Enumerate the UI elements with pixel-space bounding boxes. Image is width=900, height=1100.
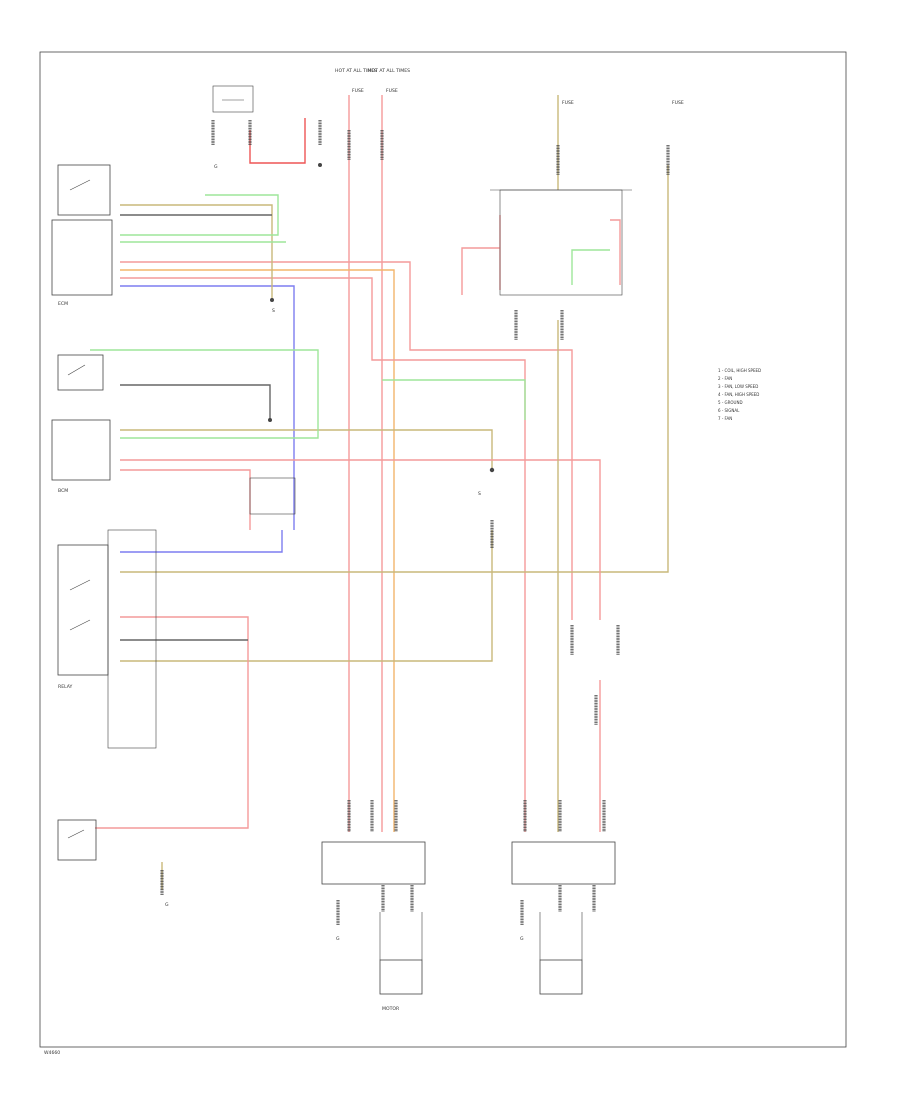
labels: HOT AT ALL TIMES HOT AT ALL TIMES FUSE F… (58, 68, 684, 1012)
wire-red-3 (120, 261, 573, 620)
legend-item: 6 - SIGNAL (718, 408, 740, 413)
label-component-a: ECM (58, 301, 68, 307)
right-fan-motor (539, 959, 583, 995)
label-ground-c: G (336, 936, 340, 942)
fan-relay-box (499, 189, 623, 296)
wire-red-5 (120, 459, 601, 620)
wire-green-5 (571, 249, 610, 285)
relay-housing (107, 529, 157, 749)
legend-item: 3 - FAN, LOW SPEED (718, 384, 758, 389)
label-hot-1: HOT AT ALL TIMES (335, 68, 377, 74)
wire-blue-2 (120, 530, 283, 553)
legend: 1 - COIL, HIGH SPEED 2 - FAN 3 - FAN, LO… (718, 368, 761, 421)
legend-item: 1 - COIL, HIGH SPEED (718, 368, 761, 373)
label-component-d: MOTOR (382, 1006, 400, 1012)
wire-olive-4 (120, 204, 273, 300)
wire-blue-1 (120, 285, 295, 530)
connectors (160, 120, 670, 925)
right-fan-module (511, 841, 616, 885)
legend-item: 7 - FAN (718, 416, 732, 421)
left-switch-1 (57, 164, 111, 216)
wire-red-9 (610, 219, 621, 285)
junction-box (249, 477, 296, 515)
label-ground-a: G (214, 164, 218, 170)
label-fuse-a: FUSE (352, 88, 364, 94)
label-splice-b: S (478, 491, 481, 497)
wire-red-7 (120, 469, 251, 530)
wire-green-4 (382, 379, 526, 420)
diagram-frame (39, 51, 847, 1048)
wire-orange-1 (120, 269, 395, 832)
left-fan-motor (379, 959, 423, 995)
legend-item: 5 - GROUND (718, 400, 743, 405)
ground-dot-2 (268, 418, 272, 422)
wire-red-4 (120, 277, 526, 832)
wire-bright-red (249, 118, 306, 164)
resistor-module (57, 819, 97, 861)
wire-gray-2 (120, 384, 271, 420)
legend-item: 2 - FAN (718, 376, 732, 381)
label-splice-a: S (272, 308, 275, 314)
splice-dot-2 (270, 298, 274, 302)
label-hot-2: HOT AT ALL TIMES (368, 68, 410, 74)
label-fuse-b: FUSE (386, 88, 398, 94)
wire-olive-2 (120, 530, 493, 662)
footer-code: W4660 (44, 1050, 60, 1056)
wire-olive-1 (120, 165, 669, 573)
label-fuse-c: FUSE (562, 100, 574, 106)
label-ground-b: G (165, 902, 169, 908)
wire-red-8 (461, 247, 500, 295)
ground-dot-1 (318, 163, 322, 167)
label-ground-d: G (520, 936, 524, 942)
left-switch-2 (57, 354, 104, 391)
splice-dot (489, 467, 495, 473)
wire-olive-3 (120, 429, 493, 470)
wire-red-6 (95, 616, 249, 829)
label-fuse-d: FUSE (672, 100, 684, 106)
wire-green-3 (90, 349, 319, 439)
wire-green-1 (120, 194, 279, 236)
ecm-module (51, 219, 113, 296)
legend-item: 4 - FAN, HIGH SPEED (718, 392, 759, 397)
left-fan-module (321, 841, 426, 885)
label-component-b: BCM (58, 488, 68, 494)
relay-module (57, 544, 109, 676)
label-component-c: RELAY (58, 684, 73, 690)
bcm-module (51, 419, 111, 481)
top-switch (212, 85, 254, 113)
